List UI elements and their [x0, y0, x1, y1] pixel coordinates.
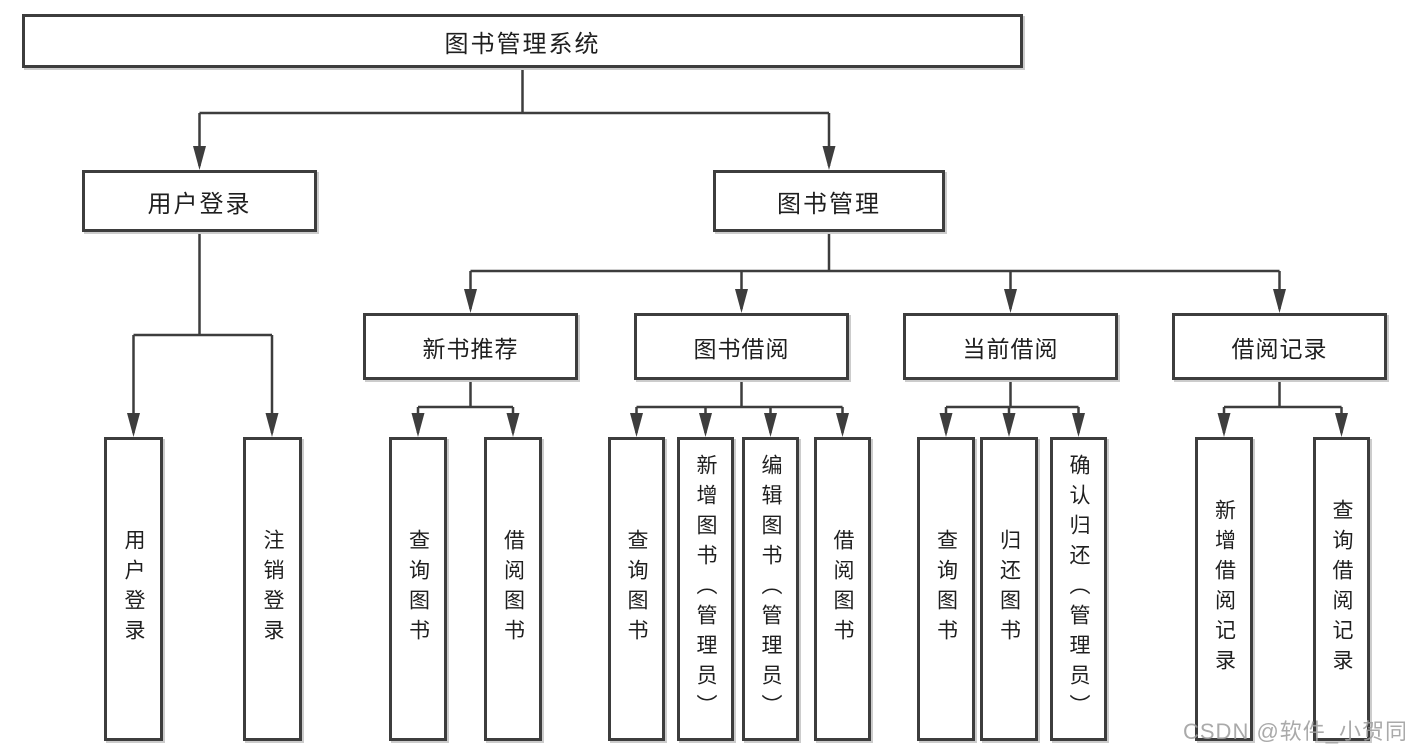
- node-root: 图书管理系统: [22, 14, 1023, 68]
- node-borrow-records: 借阅记录: [1172, 313, 1387, 380]
- leaf-add-book-admin: 新增图书（管理员）: [677, 437, 734, 741]
- node-user-login: 用户登录: [82, 170, 317, 232]
- leaf-borrow-books: 借阅图书: [814, 437, 871, 741]
- leaf-edit-book-admin: 编辑图书（管理员）: [742, 437, 799, 741]
- leaf-user-login: 用户登录: [104, 437, 163, 741]
- leaf-logout: 注销登录: [243, 437, 302, 741]
- leaf-query-books-borrow: 查询图书: [608, 437, 665, 741]
- arrowheads: [127, 146, 1348, 437]
- node-book-management: 图书管理: [713, 170, 945, 232]
- leaf-borrow-books-recommend: 借阅图书: [484, 437, 542, 741]
- leaf-query-books-current: 查询图书: [917, 437, 975, 741]
- node-book-borrow: 图书借阅: [634, 313, 849, 380]
- leaf-add-borrow-record: 新增借阅记录: [1195, 437, 1253, 741]
- watermark: CSDN @软件_小贺同学: [1183, 719, 1405, 744]
- leaf-confirm-return-admin: 确认归还（管理员）: [1050, 437, 1107, 741]
- leaf-return-book: 归还图书: [980, 437, 1038, 741]
- leaf-query-borrow-record: 查询借阅记录: [1313, 437, 1370, 741]
- leaf-query-books-recommend: 查询图书: [389, 437, 447, 741]
- node-new-book-recommend: 新书推荐: [363, 313, 578, 380]
- node-current-borrow: 当前借阅: [903, 313, 1118, 380]
